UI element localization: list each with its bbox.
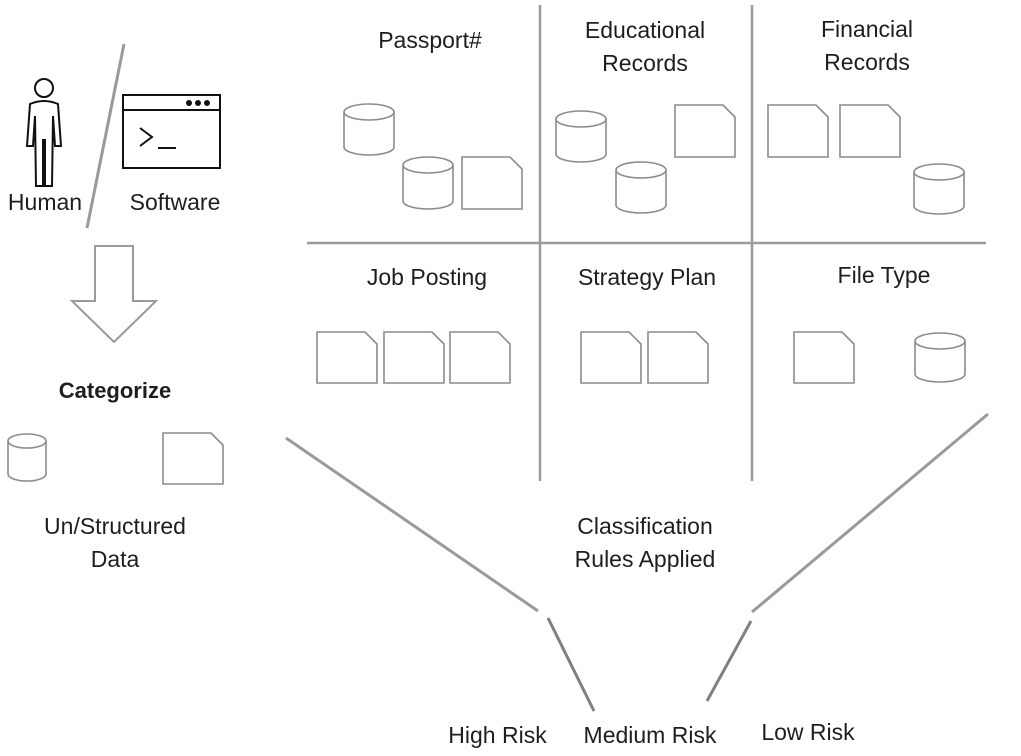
document-icon [580,331,642,384]
medium-risk-label: Medium Risk [583,722,717,748]
funnel-right-lower [705,620,753,702]
terminal-window-icon [122,94,221,169]
funnel-left-lower [546,617,596,712]
database-icon [343,103,395,156]
cell-title-financial-records: Financial Records [820,16,914,75]
cell-title-strategy-plan: Strategy Plan [577,264,717,290]
actor-divider [85,43,126,229]
software-label: Software [129,189,221,215]
down-arrow-icon [69,245,159,344]
unstructured-data-label: Un/Structured Data [44,513,186,572]
document-icon [839,104,901,158]
funnel-left-upper [285,436,539,613]
document-icon [647,331,709,384]
document-icon [461,156,523,210]
document-icon [449,331,511,384]
document-icon [383,331,445,384]
classification-rules-label: Classification Rules Applied [574,513,716,572]
database-icon [914,332,966,383]
document-icon [767,104,829,158]
cell-title-file-type: File Type [837,262,931,288]
person-icon [25,78,63,187]
high-risk-label: High Risk [448,722,547,748]
database-icon [7,433,47,482]
document-icon [793,331,855,384]
low-risk-label: Low Risk [761,719,855,745]
document-icon [162,432,224,485]
cell-title-educational-records: Educational Records [584,17,706,76]
database-icon [555,110,607,163]
database-icon [913,163,965,215]
cell-title-passport: Passport# [378,27,482,53]
database-icon [402,156,454,210]
categorize-title: Categorize [58,378,172,403]
funnel-right-upper [751,412,989,614]
database-icon [615,161,667,214]
document-icon [674,104,736,158]
document-icon [316,331,378,384]
human-label: Human [7,189,83,215]
cell-title-job-posting: Job Posting [366,264,488,290]
